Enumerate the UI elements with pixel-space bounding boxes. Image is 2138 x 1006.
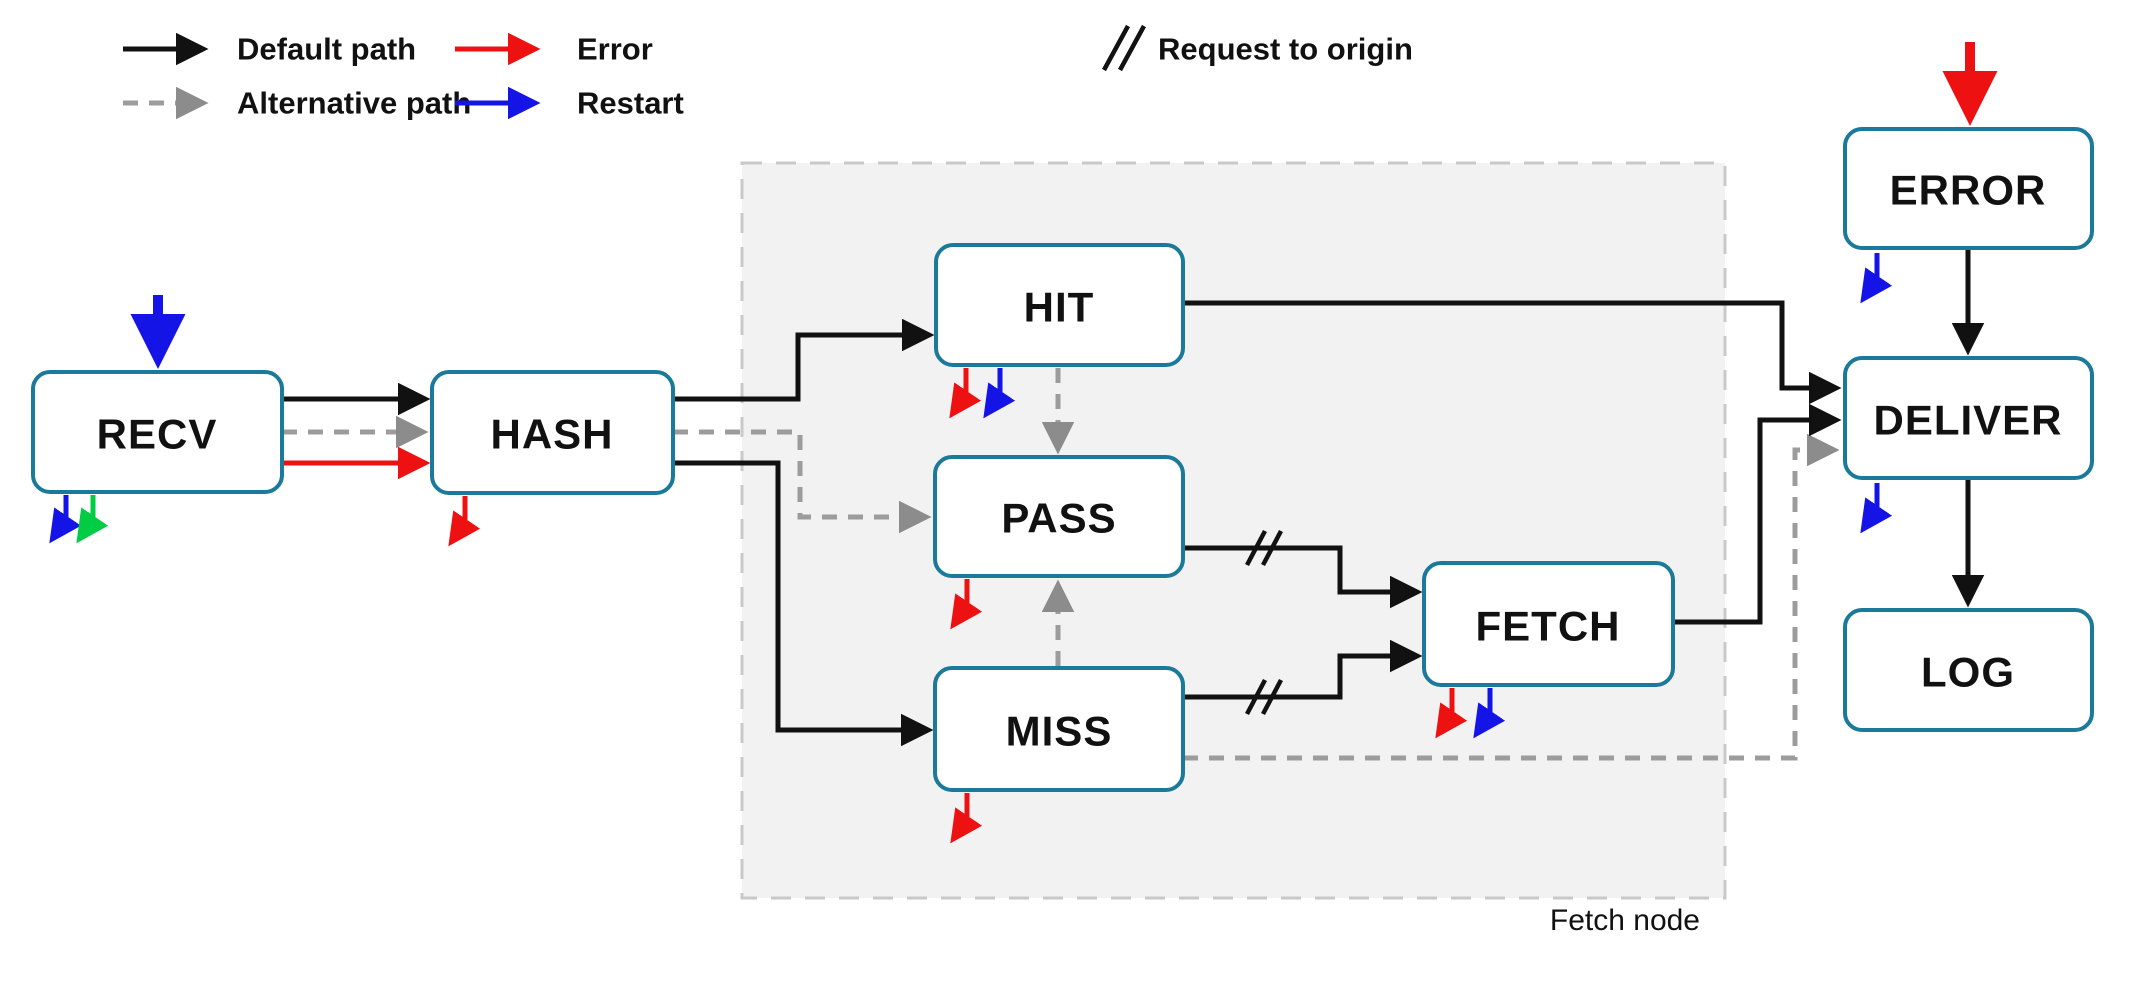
node-miss-label: MISS: [1006, 708, 1113, 755]
node-pass-label: PASS: [1001, 495, 1116, 542]
node-recv-box: [31, 370, 284, 494]
node-pass: PASS: [933, 455, 1185, 578]
node-deliver: DELIVER: [1843, 356, 2094, 480]
legend-default-path-label: Default path: [237, 32, 416, 67]
node-hash-box: [430, 370, 675, 495]
edge-fetch-deliver-default: [1673, 403, 1842, 625]
edge-fetch-restart-exit: [1473, 688, 1506, 739]
edge-hash-miss-default: [673, 460, 934, 747]
node-error-box: [1843, 127, 2094, 250]
node-fetch-label: FETCH: [1476, 603, 1621, 650]
edge-hit-error-exit: [949, 368, 982, 419]
pass-fetch-origin-slash-icon: [1245, 529, 1283, 567]
edge-hash-error-exit: [448, 496, 481, 547]
edge-hit-deliver-default: [1183, 300, 1842, 405]
edge-hash-pass-alternative: [673, 429, 932, 534]
edge-recv-green-exit: [76, 495, 109, 544]
legend-item-error: Error: [455, 32, 653, 67]
node-pass-box: [933, 455, 1185, 578]
edge-deliver-restart-exit: [1860, 483, 1893, 534]
fetch-node-cluster-label: Fetch node: [1550, 904, 1700, 937]
edge-recv-restart-exit: [49, 495, 82, 544]
edge-miss-fetch-default: [1183, 639, 1423, 700]
legend-item-alternative-path: Alternative path: [123, 86, 471, 121]
node-log: LOG: [1843, 608, 2094, 732]
node-hit: HIT: [934, 243, 1185, 367]
node-fetch: FETCH: [1422, 561, 1675, 687]
edge-pass-error-exit: [950, 579, 983, 630]
node-deliver-label: DELIVER: [1873, 397, 2062, 444]
legend-alternative-path-label: Alternative path: [237, 86, 471, 121]
legend-item-request-to-origin: Request to origin: [1102, 24, 1413, 72]
node-fetch-box: [1422, 561, 1675, 687]
edge-miss-error-exit: [950, 793, 983, 844]
node-hash: HASH: [430, 370, 675, 495]
legend: Default path Alternative path Error Rest…: [123, 24, 1413, 121]
node-hit-label: HIT: [1024, 284, 1095, 331]
node-log-label: LOG: [1921, 649, 2015, 696]
legend-error-label: Error: [577, 32, 653, 67]
node-log-box: [1843, 608, 2094, 732]
miss-fetch-origin-slash-icon: [1245, 678, 1283, 716]
edge-pass-fetch-default: [1183, 545, 1423, 609]
node-hash-label: HASH: [490, 411, 613, 458]
node-miss: MISS: [933, 666, 1185, 792]
legend-request-to-origin-label: Request to origin: [1158, 32, 1413, 67]
edge-miss-deliver-alternative: [1183, 433, 1840, 761]
edge-error-restart-exit: [1860, 253, 1893, 304]
node-hit-box: [934, 243, 1185, 367]
double-slash-icon: [1102, 24, 1146, 72]
edge-hit-restart-exit: [983, 368, 1016, 419]
node-deliver-box: [1843, 356, 2094, 480]
node-recv: RECV: [31, 370, 284, 494]
legend-item-restart: Restart: [455, 86, 684, 121]
legend-item-default-path: Default path: [123, 32, 416, 67]
node-miss-box: [933, 666, 1185, 792]
node-recv-label: RECV: [97, 411, 218, 458]
legend-restart-label: Restart: [577, 86, 684, 121]
node-error-label: ERROR: [1890, 167, 2047, 214]
fetch-node-cluster-box: [740, 161, 1727, 900]
node-error: ERROR: [1843, 127, 2094, 250]
edge-hash-hit-default: [673, 318, 935, 402]
edge-fetch-error-exit: [1435, 688, 1468, 739]
